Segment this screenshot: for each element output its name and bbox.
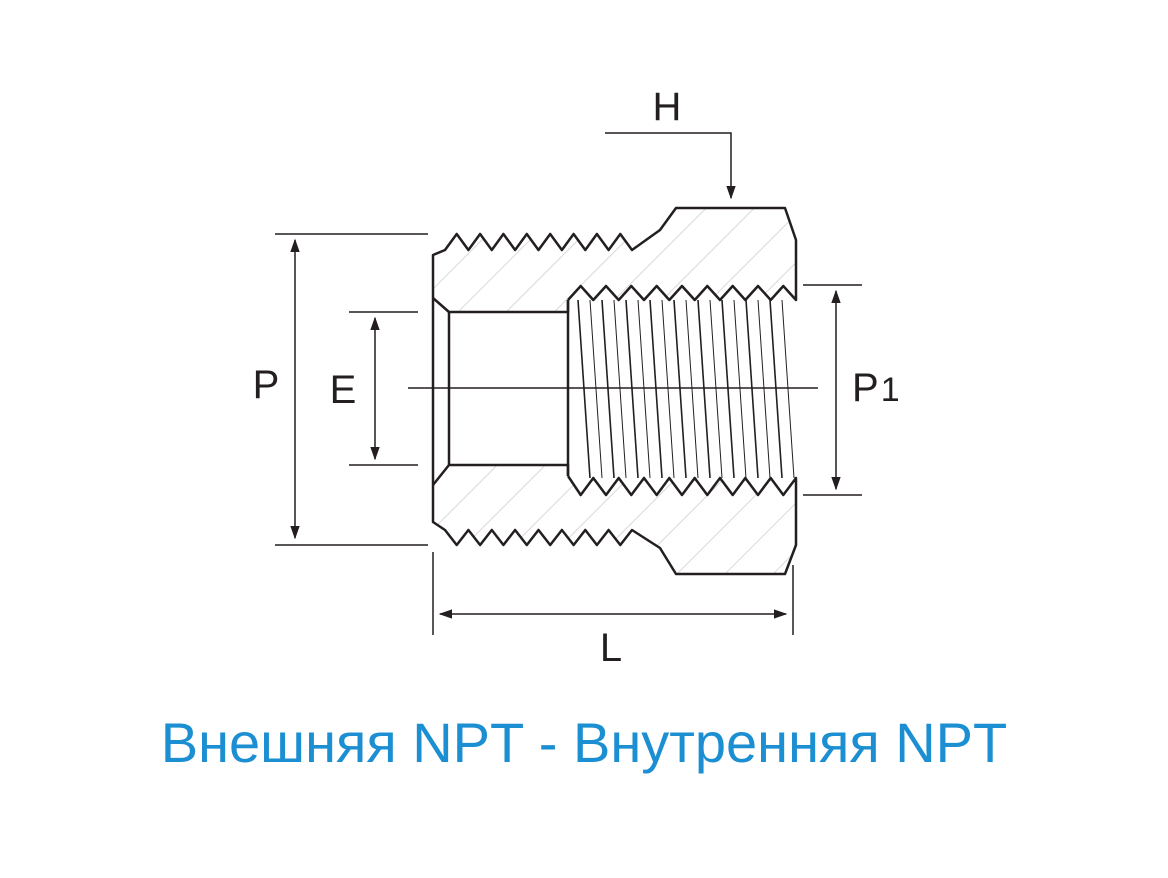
dimension-e — [349, 311, 418, 466]
label-p: P — [253, 363, 280, 407]
thread-line — [637, 299, 651, 479]
thread-line — [625, 299, 639, 479]
thread-line — [733, 299, 747, 479]
outline-top — [431, 206, 798, 298]
thread-line — [661, 299, 675, 479]
dimension-p — [275, 233, 428, 546]
thread-line — [721, 299, 735, 479]
thread-line — [577, 299, 591, 479]
thread-line — [685, 299, 699, 479]
thread-line — [673, 299, 687, 479]
label-p1-main: P — [852, 366, 879, 410]
internal-thread-lines — [577, 299, 795, 479]
internal-thread-top — [567, 284, 798, 302]
thread-line — [589, 299, 603, 479]
thread-line — [649, 299, 663, 479]
internal-thread-bottom — [566, 475, 798, 497]
thread-line — [697, 299, 711, 479]
page-title: Внешняя NPT - Внутренняя NPT — [160, 711, 1008, 774]
thread-line — [757, 299, 771, 479]
thread-line — [709, 299, 723, 479]
thread-line — [745, 299, 759, 479]
dimension-h — [605, 132, 736, 200]
label-p1: P1 — [852, 366, 900, 410]
thread-line — [613, 299, 627, 479]
label-l: L — [600, 626, 622, 670]
body-section-top — [433, 208, 796, 312]
label-h: H — [653, 85, 682, 129]
dimension-l — [432, 552, 794, 635]
dimension-p1 — [803, 284, 862, 496]
label-e: E — [330, 368, 357, 412]
outline-bottom — [431, 485, 798, 576]
thread-line — [769, 299, 783, 479]
thread-line — [601, 299, 615, 479]
label-p1-sub: 1 — [881, 371, 900, 409]
thread-line — [781, 299, 795, 479]
